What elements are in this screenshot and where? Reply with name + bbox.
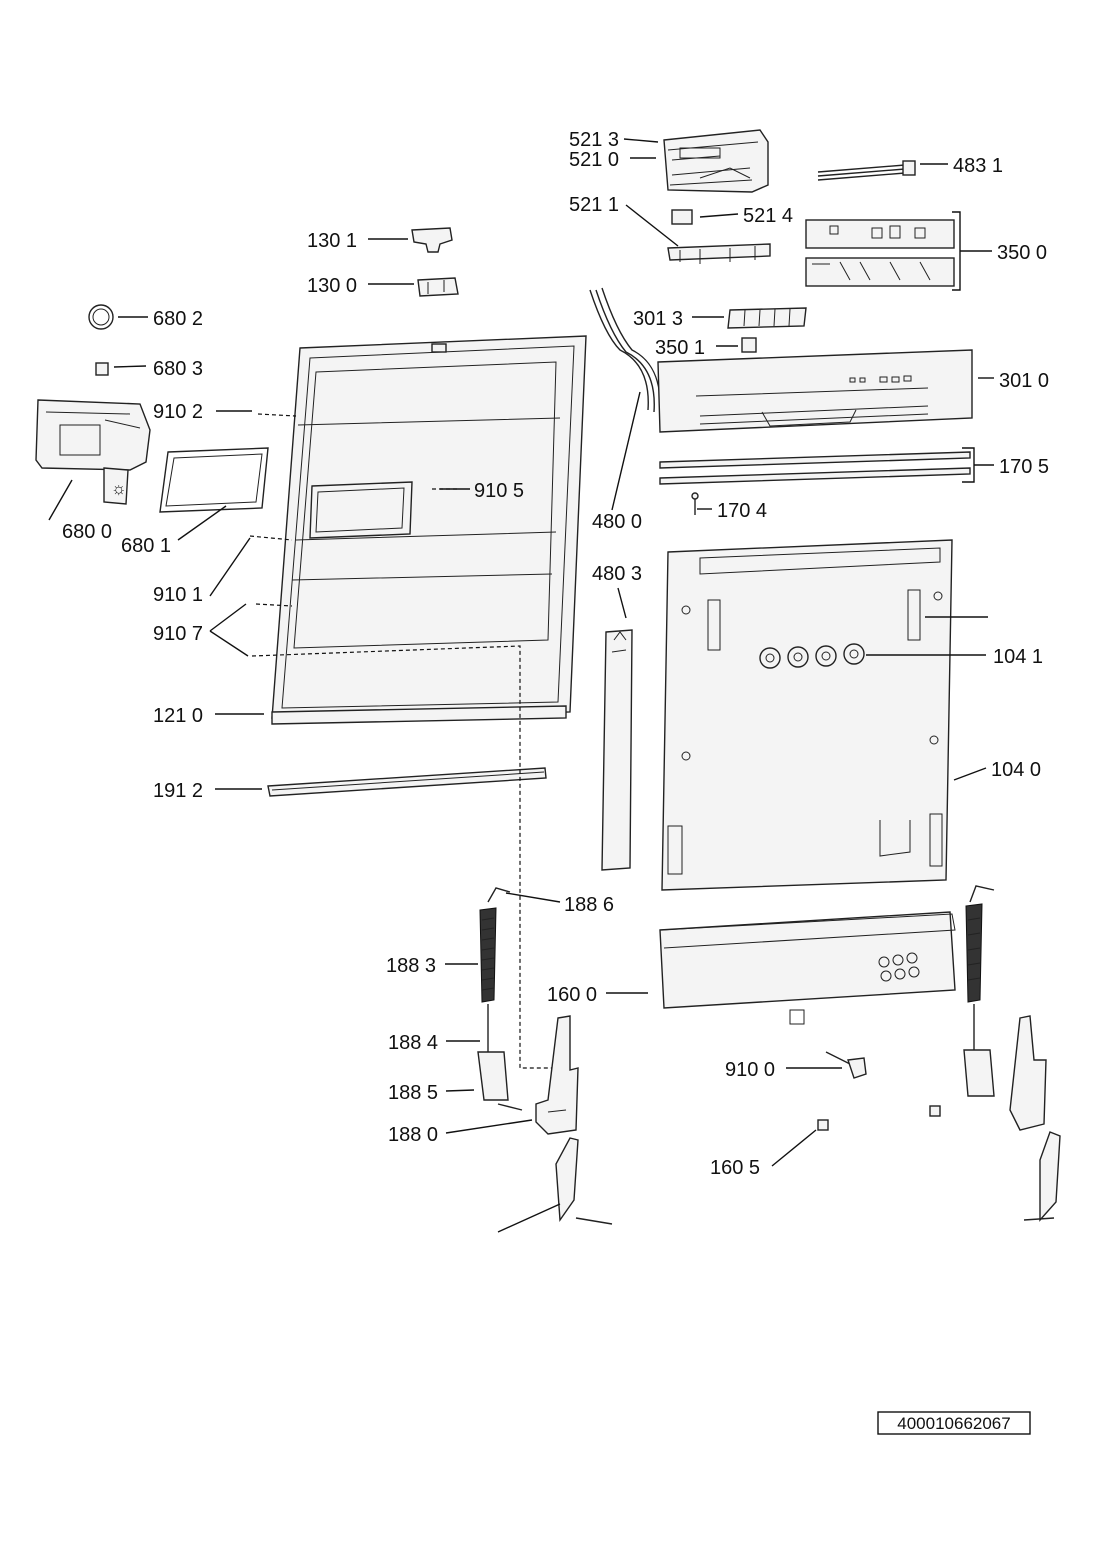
label-3013: 301 3 bbox=[633, 308, 683, 330]
label-6801: 680 1 bbox=[121, 535, 171, 557]
control-housing-part bbox=[663, 129, 769, 193]
label-4800: 480 0 bbox=[592, 511, 642, 533]
label-9102: 910 2 bbox=[153, 401, 203, 423]
seal-ring-part bbox=[88, 304, 114, 330]
lock-catch-part bbox=[417, 277, 459, 297]
electronic-board-part bbox=[805, 219, 955, 287]
pushbutton-part bbox=[759, 643, 865, 669]
label-3501: 350 1 bbox=[655, 337, 705, 359]
outer-door-panel-part bbox=[661, 539, 953, 891]
left-hinge-cover-part bbox=[555, 1137, 613, 1225]
cable-channel-part bbox=[601, 629, 633, 871]
label-1884: 188 4 bbox=[388, 1032, 438, 1054]
label-6800: 680 0 bbox=[62, 521, 112, 543]
svg-text:☼: ☼ bbox=[111, 479, 127, 498]
kick-plate-part bbox=[659, 911, 956, 1025]
label-1885: 188 5 bbox=[388, 1082, 438, 1104]
reference-number-box bbox=[877, 1411, 1031, 1435]
keypad-part bbox=[727, 307, 807, 329]
cable-harness-part bbox=[817, 160, 916, 181]
dispenser-gasket-part bbox=[159, 447, 269, 513]
control-panel-part bbox=[657, 349, 973, 433]
label-1041: 104 1 bbox=[993, 646, 1043, 668]
label-9105: 910 5 bbox=[474, 480, 524, 502]
label-6802: 680 2 bbox=[153, 308, 203, 330]
control-rail-part bbox=[667, 243, 771, 264]
label-4803: 480 3 bbox=[592, 563, 642, 585]
detergent-dispenser-part: ☼ bbox=[35, 399, 151, 505]
left-hinge-spring-part bbox=[477, 887, 523, 1111]
label-9100: 910 0 bbox=[725, 1059, 775, 1081]
label-5210: 521 0 bbox=[569, 149, 619, 171]
trim-strip-part bbox=[659, 451, 971, 469]
door-lock-part bbox=[411, 227, 453, 253]
reference-number: 400010662067 bbox=[897, 1414, 1010, 1433]
label-1880: 188 0 bbox=[388, 1124, 438, 1146]
label-1705: 170 5 bbox=[999, 456, 1049, 478]
label-1210: 121 0 bbox=[153, 705, 203, 727]
label-5213: 521 3 bbox=[569, 129, 619, 151]
right-hinge-spring-part bbox=[963, 885, 995, 1097]
label-3010: 301 0 bbox=[999, 370, 1049, 392]
label-1040: 104 0 bbox=[991, 759, 1041, 781]
label-9101: 910 1 bbox=[153, 584, 203, 606]
label-1883: 188 3 bbox=[386, 955, 436, 977]
label-5214: 521 4 bbox=[743, 205, 793, 227]
label-3500: 350 0 bbox=[997, 242, 1047, 264]
label-1912: 191 2 bbox=[153, 780, 203, 802]
inner-door-panel-part bbox=[271, 335, 587, 725]
foot-part bbox=[817, 1119, 829, 1131]
key-part bbox=[825, 1051, 867, 1079]
label-4831: 483 1 bbox=[953, 155, 1003, 177]
small-bracket-part bbox=[671, 209, 693, 225]
label-1605: 160 5 bbox=[710, 1157, 760, 1179]
label-1600: 160 0 bbox=[547, 984, 597, 1006]
clip-part bbox=[95, 362, 109, 376]
label-6803: 680 3 bbox=[153, 358, 203, 380]
label-9107: 910 7 bbox=[153, 623, 203, 645]
label-1301: 130 1 bbox=[307, 230, 357, 252]
led-cover-part bbox=[741, 337, 757, 353]
label-1704: 170 4 bbox=[717, 500, 767, 522]
left-hinge-part bbox=[535, 1015, 579, 1135]
label-1300: 130 0 bbox=[307, 275, 357, 297]
label-1886: 188 6 bbox=[564, 894, 614, 916]
wire-bundle-part bbox=[589, 287, 661, 415]
bottom-seal-part bbox=[267, 767, 547, 797]
right-hinge-part bbox=[1009, 1015, 1047, 1131]
right-hinge-cover-part bbox=[1023, 1131, 1061, 1222]
label-5211: 521 1 bbox=[569, 194, 619, 216]
